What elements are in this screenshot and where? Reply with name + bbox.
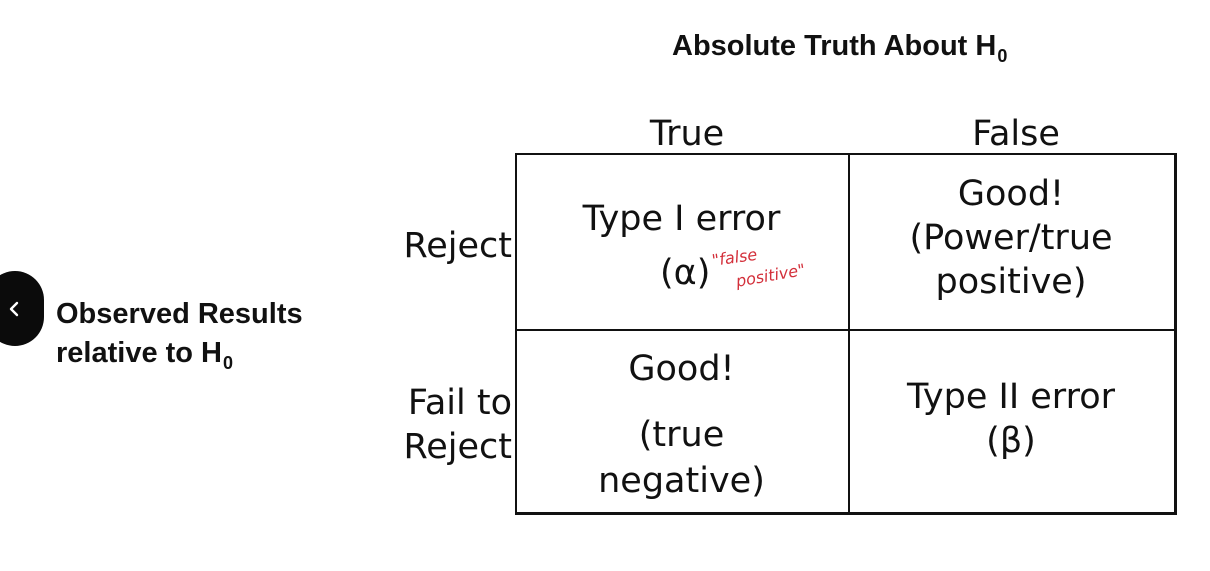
cell-type-one-error-symbol: (α)	[660, 253, 711, 293]
row-label-reject: Reject	[312, 224, 512, 268]
row-axis-title-line2: relative to H	[56, 337, 222, 369]
back-button[interactable]	[0, 271, 44, 346]
row-axis-title-line1: Observed Results	[56, 298, 303, 330]
cell-type-two-error: Type II error(β)	[850, 375, 1172, 463]
column-label-true: True	[649, 114, 725, 154]
cell-type-two-error-line2: (β)	[986, 421, 1036, 461]
column-label-false: False	[972, 114, 1060, 154]
table-horizontal-divider	[515, 329, 1175, 331]
cell-true-negative-line2: (true	[638, 415, 725, 455]
row-axis-title: Observed Results relative to H0	[56, 295, 303, 383]
cell-power-line2: (Power/true	[909, 218, 1113, 258]
cell-true-negative-title: Good!	[628, 349, 735, 389]
cell-true-negative: (true negative)	[515, 412, 848, 504]
column-axis-title-subscript: 0	[997, 46, 1008, 66]
cell-power-line3: positive)	[935, 262, 1087, 302]
column-axis-title-text: Absolute Truth About H	[672, 30, 997, 62]
cell-type-one-error-label: Type I error	[582, 199, 781, 239]
row-axis-title-subscript: 0	[223, 353, 234, 373]
row-label-fail-line2: Reject	[403, 427, 512, 467]
cell-true-negative-line3: negative)	[598, 461, 765, 501]
column-axis-title: Absolute Truth About H0	[672, 30, 1007, 67]
cell-power-line1: Good!	[957, 174, 1065, 214]
cell-type-two-error-line1: Type II error	[906, 377, 1116, 417]
table-vertical-divider	[848, 153, 850, 515]
row-label-reject-text: Reject	[403, 226, 512, 266]
row-label-fail-line1: Fail to	[407, 383, 512, 423]
outcome-table	[515, 153, 1177, 515]
chevron-left-icon	[9, 301, 19, 317]
